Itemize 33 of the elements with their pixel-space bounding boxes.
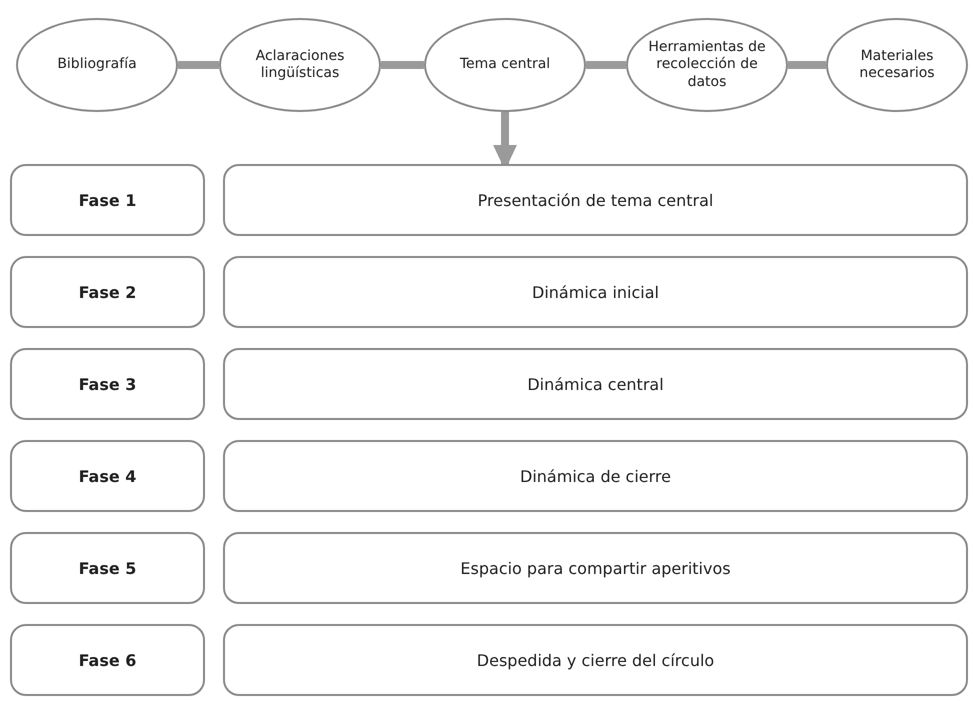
phase-text: Espacio para compartir aperitivos — [460, 558, 731, 578]
phase-label-box — [10, 164, 205, 236]
phase-text: Fase 4 — [78, 466, 136, 486]
connector-line — [381, 61, 424, 69]
phase-text: Fase 2 — [78, 282, 136, 302]
connector-line — [178, 61, 219, 69]
phase-label-box — [10, 256, 205, 328]
phase-text: Dinámica inicial — [532, 282, 659, 302]
phase-label-box — [10, 624, 205, 696]
phase-description-box — [223, 348, 968, 420]
topic-label: Materiales necesarios — [858, 48, 936, 82]
phase-text: Fase 1 — [78, 190, 136, 210]
phase-text: Dinámica central — [527, 374, 664, 394]
phase-text: Despedida y cierre del círculo — [476, 650, 714, 670]
phase-label-box — [10, 532, 205, 604]
phase-text: Dinámica de cierre — [520, 466, 671, 486]
phase-text: Presentación de tema central — [478, 190, 714, 210]
phase-description-box — [223, 440, 968, 512]
phase-label-box — [10, 440, 205, 512]
phase-text: Fase 6 — [78, 650, 136, 670]
phase-text: Fase 5 — [78, 558, 136, 578]
phase-text: Fase 3 — [78, 374, 136, 394]
phase-label-box — [10, 348, 205, 420]
phase-description-box — [223, 624, 968, 696]
topic-label: Aclaraciones lingüísticas — [254, 48, 346, 82]
phase-description-box — [223, 256, 968, 328]
connector-line — [788, 61, 826, 69]
topic-label: Tema central — [460, 56, 550, 74]
phase-description-box — [223, 164, 968, 236]
topic-label: Bibliografía — [57, 56, 137, 74]
phase-description-box — [223, 532, 968, 604]
topic-label: Herramientas de recolección de datos — [647, 38, 767, 92]
connector-line — [586, 61, 626, 69]
